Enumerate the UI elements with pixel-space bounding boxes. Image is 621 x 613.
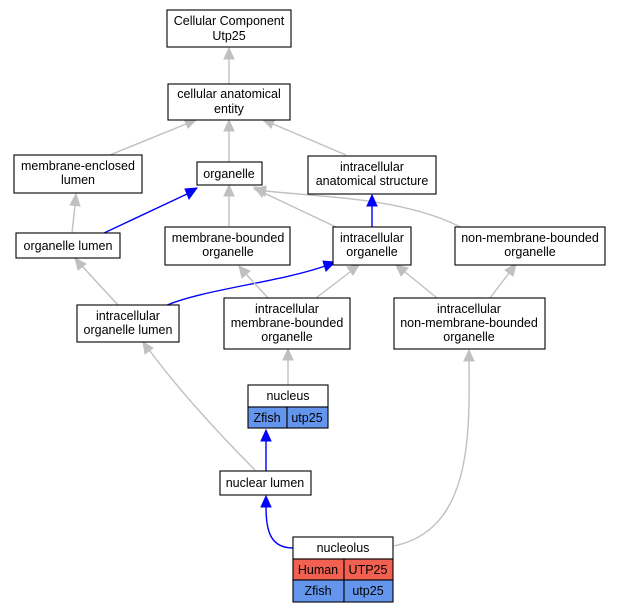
arrowhead: [366, 193, 378, 207]
arrowhead: [69, 192, 81, 207]
node-label-line: non-membrane-bounded: [461, 231, 599, 245]
node-nuclear-lumen[interactable]: nuclear lumen: [219, 470, 312, 496]
arrowhead: [282, 347, 294, 361]
node-label-line: intracellular: [96, 309, 160, 323]
arrowhead: [260, 428, 272, 442]
gene-label: utp25: [352, 584, 383, 598]
node-membrane-enclosed-lumen[interactable]: membrane-enclosed lumen: [13, 154, 143, 194]
node-label-line: organelle lumen: [24, 239, 113, 253]
arrowhead: [223, 183, 235, 197]
arrowhead: [260, 494, 272, 508]
node-label-line: Cellular Component: [174, 14, 285, 28]
species-label: Zfish: [253, 411, 280, 425]
arrowhead: [184, 187, 199, 201]
node-label-line: intracellular: [437, 302, 501, 316]
gene-label: utp25: [291, 411, 322, 425]
edge-inmbo-to-io: [404, 271, 438, 299]
arrowhead: [504, 263, 517, 277]
node-nucleolus[interactable]: nucleolus Human UTP25 Zfish utp25: [292, 536, 394, 603]
arrowhead: [74, 257, 87, 271]
node-label-line: organelle: [504, 245, 555, 259]
node-organelle-lumen[interactable]: organelle lumen: [15, 232, 121, 259]
node-label-line: organelle: [202, 245, 253, 259]
edge-iol-to-ol: [81, 265, 119, 306]
node-label-line: organelle: [261, 330, 312, 344]
edge-io-to-org: [263, 192, 339, 229]
node-cellular-anatomical-entity[interactable]: cellular anatomical entity: [167, 83, 291, 121]
gene-cell: [343, 579, 394, 603]
node-label-line: membrane-enclosed: [21, 159, 135, 173]
edge-nuo-to-nl: [265, 506, 294, 549]
annotation-row-human: Human UTP25: [292, 558, 394, 581]
node-non-membrane-bounded-organelle[interactable]: non-membrane-bounded organelle: [454, 226, 606, 266]
node-label-line: organelle lumen: [84, 323, 173, 337]
node-label-line: anatomical structure: [316, 174, 429, 188]
edge-imbo-to-io: [315, 271, 351, 299]
arrowhead: [142, 341, 154, 355]
node-organelle[interactable]: organelle: [196, 161, 263, 186]
node-label-line: organelle: [443, 330, 494, 344]
node-label-line: lumen: [61, 173, 95, 187]
node-membrane-bounded-organelle[interactable]: membrane-bounded organelle: [164, 226, 291, 266]
edge-nl-to-iol: [149, 350, 256, 471]
node-nucleus[interactable]: nucleus Zfish utp25: [247, 384, 329, 429]
node-label-line: entity: [214, 102, 245, 116]
gene-cell: [286, 406, 329, 429]
node-label-line: membrane-bounded: [172, 231, 285, 245]
arrowhead: [223, 46, 235, 60]
node-label-line: membrane-bounded: [231, 316, 344, 330]
species-label: Human: [298, 563, 338, 577]
arrowhead: [463, 348, 475, 362]
node-label-line: cellular anatomical: [177, 87, 281, 101]
arrowhead: [395, 264, 409, 277]
node-label-line: Utp25: [212, 29, 245, 43]
gene-label: UTP25: [349, 563, 388, 577]
node-label-line: nuclear lumen: [226, 476, 305, 490]
edge-mel-to-cae: [109, 123, 187, 156]
node-label-line: nucleolus: [317, 541, 370, 555]
edge-imbo-to-mbo: [245, 273, 269, 299]
species-label: Zfish: [304, 584, 331, 598]
node-cellular-component[interactable]: Cellular Component Utp25: [166, 9, 292, 48]
node-label-line: nucleus: [266, 389, 309, 403]
annotation-row-zfish: Zfish utp25: [292, 579, 394, 603]
node-label-line: organelle: [203, 167, 254, 181]
edge-ol-to-org: [103, 193, 188, 234]
node-label-line: organelle: [346, 245, 397, 259]
arrowhead: [238, 265, 251, 279]
arrowhead: [223, 118, 235, 132]
node-intracellular-non-membrane-bounded-organelle[interactable]: intracellular non-membrane-bounded organ…: [393, 297, 546, 350]
edge-ias-to-cae: [272, 123, 347, 156]
node-label-line: non-membrane-bounded: [400, 316, 538, 330]
arrowhead: [322, 260, 337, 272]
edge-iol-to-io: [164, 265, 326, 307]
edge-inmbo-to-nmbo: [489, 272, 510, 299]
arrowhead: [252, 185, 267, 197]
node-label-line: intracellular: [340, 231, 404, 245]
nodes: Cellular Component Utp25 cellular anatom…: [13, 9, 606, 603]
arrowhead: [346, 264, 360, 276]
node-label-line: intracellular: [255, 302, 319, 316]
node-intracellular-membrane-bounded-organelle[interactable]: intracellular membrane-bounded organelle: [223, 297, 351, 350]
node-intracellular-anatomical-structure[interactable]: intracellular anatomical structure: [307, 155, 437, 195]
node-label-line: intracellular: [340, 160, 404, 174]
edge-ol-to-mel: [71, 204, 76, 234]
annotation-row-zfish: Zfish utp25: [247, 406, 329, 429]
edge-nmbo-to-org: [265, 190, 469, 232]
node-intracellular-organelle-lumen[interactable]: intracellular organelle lumen: [76, 304, 180, 343]
node-intracellular-organelle[interactable]: intracellular organelle: [332, 226, 412, 266]
edge-nuo-to-inmbo: [393, 360, 470, 547]
